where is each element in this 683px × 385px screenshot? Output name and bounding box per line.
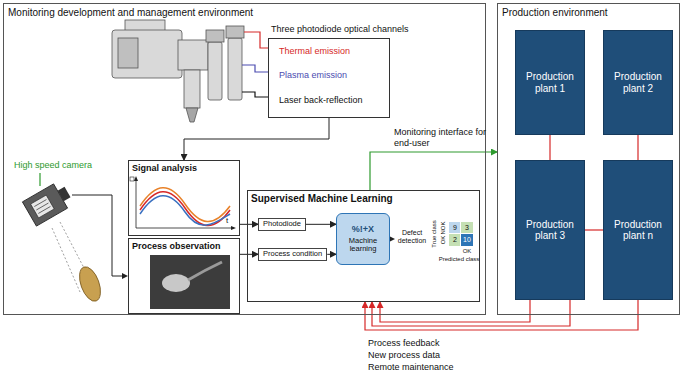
melt-pool [162, 274, 190, 292]
box-title: Process condition [263, 250, 322, 259]
box-title: Production plant 3 [520, 219, 580, 242]
camera-leader [39, 173, 40, 186]
plant-box: Production plant n [603, 160, 673, 300]
plume [188, 262, 222, 280]
box-title: Signal analysis [132, 163, 197, 173]
analysis-box: Signal analysis [128, 160, 240, 236]
plant-box: Production plant 1 [515, 30, 585, 135]
connector [240, 224, 258, 225]
plasma-wire [242, 65, 268, 72]
connector [184, 118, 329, 160]
thermal-wire [244, 32, 268, 48]
matrix-cell: 3 [461, 222, 473, 234]
class-label: OK [463, 248, 472, 255]
camera [22, 180, 74, 226]
connector [585, 229, 603, 230]
class-label: OK [440, 236, 447, 245]
axis-label: t [226, 216, 228, 225]
signal-curve [140, 192, 230, 226]
view-line [60, 222, 84, 268]
box-title: Photodiode [263, 220, 301, 229]
axis-head [134, 176, 138, 181]
connector-label: Monitoring interface for end-user [394, 127, 494, 149]
box-text: Machine learning [339, 237, 387, 254]
box-title: Monitoring development and management en… [8, 7, 253, 19]
process-image [150, 255, 230, 309]
plant-box: Production plant 3 [515, 160, 585, 300]
environment-box: Monitoring development and management en… [3, 3, 486, 315]
box-title: Three photodiode optical channels [271, 24, 409, 34]
axis [136, 180, 137, 228]
axis-title: Predicted class [439, 256, 480, 263]
class-label: NOK [440, 221, 447, 234]
box-title: Production environment [502, 7, 608, 19]
box-text: Plasma emission [279, 70, 347, 80]
ml-model-box: %!+X Machine learning [336, 213, 390, 265]
connector [365, 300, 638, 330]
box-title: Production plant 2 [608, 71, 668, 94]
input-box: Photodiode [258, 218, 306, 231]
view-line [52, 228, 80, 292]
connector [306, 224, 336, 225]
matrix-cell: 10 [461, 234, 473, 246]
axis-title: True class [431, 220, 438, 247]
observation-box: Process observation [128, 238, 240, 314]
connector [380, 300, 530, 322]
plant-box: Production plant 2 [603, 30, 673, 135]
box-title: Process observation [132, 241, 221, 251]
connector [637, 135, 638, 160]
signal-curve [140, 188, 230, 222]
connector [370, 152, 497, 190]
channel-box: Three photodiode optical channelsThermal… [268, 38, 390, 118]
feedback-label: Remote maintenance [368, 362, 454, 372]
axis [136, 228, 232, 229]
laser-head [112, 20, 244, 122]
box-title: Production plant 1 [520, 71, 580, 94]
camera-label: High speed camera [14, 160, 92, 170]
input-box: Process condition [258, 248, 327, 261]
axis-symbol [130, 177, 134, 181]
feedback-label: Process feedback [368, 338, 440, 348]
ml-box: Supervised Machine LearningPhotodiodePro… [247, 190, 480, 302]
signal-curve [140, 196, 230, 225]
connector [327, 254, 336, 255]
matrix-cell: 2 [449, 234, 461, 246]
reflection-wire [242, 92, 268, 97]
connector [240, 254, 258, 255]
box-title: Supervised Machine Learning [251, 193, 393, 205]
arrow-head [390, 237, 395, 242]
axis-head [231, 226, 236, 230]
camera-link [72, 195, 126, 276]
box-title: %!+X [352, 224, 374, 234]
feedback-label: New process data [368, 350, 440, 360]
feedback-line [372, 300, 570, 326]
workpiece [75, 264, 104, 304]
output-label: Defect detection [396, 229, 428, 245]
box-text: Laser back-reflection [279, 95, 363, 105]
connector [549, 135, 550, 160]
box-text: Thermal emission [279, 46, 350, 56]
environment-box: Production environmentProduction plant 1… [497, 3, 680, 315]
box-title: Production plant n [608, 219, 668, 242]
matrix-cell: 9 [449, 222, 461, 234]
